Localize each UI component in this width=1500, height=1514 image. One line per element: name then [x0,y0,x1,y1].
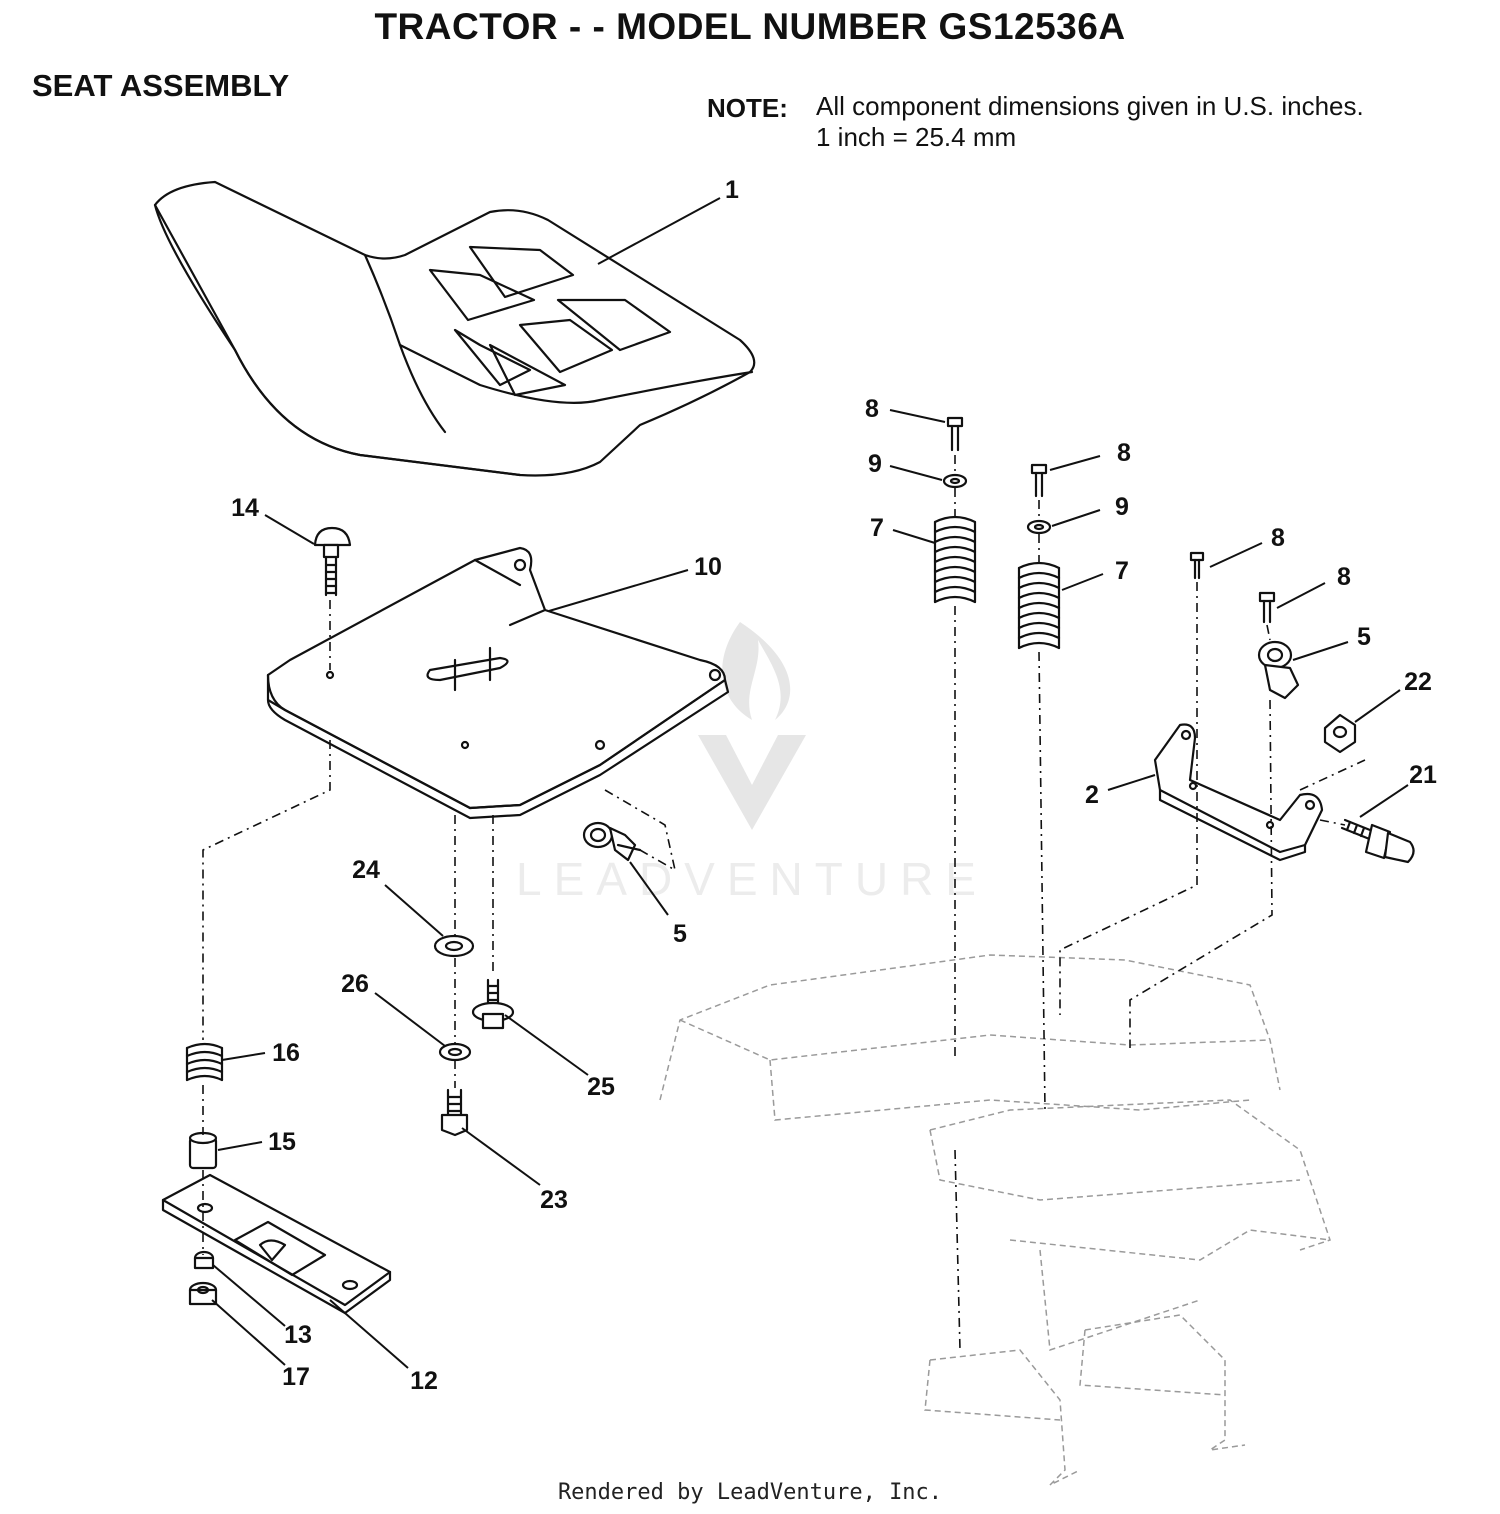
page-title: TRACTOR - - MODEL NUMBER GS12536A [374,6,1126,47]
shoulder-bolt-21[interactable] [1340,818,1415,864]
screw-8-a[interactable] [946,416,964,452]
section-title: SEAT ASSEMBLY [32,68,290,103]
spring-7-b[interactable] [1017,561,1061,650]
seat-pan-10[interactable] [266,546,730,820]
callout-25: 25 [587,1073,615,1101]
callout-13: 13 [284,1321,312,1349]
callout-22: 22 [1404,668,1432,696]
callout-21: 21 [1409,761,1437,789]
seat[interactable] [153,180,756,477]
callout-5-right: 5 [1357,623,1371,651]
watermark: LEADVENTURE [516,622,988,905]
assembly-lines [202,455,1366,1351]
callout-16: 16 [272,1039,300,1067]
bracket-2[interactable] [1153,723,1324,862]
tractor-frame-outline [659,954,1331,1486]
nut-13[interactable] [193,1250,215,1270]
spacer-15[interactable] [188,1131,218,1170]
clip-5-left[interactable] [582,821,642,862]
washer-24[interactable] [433,934,475,958]
clip-5-right[interactable] [1257,640,1300,700]
note-label: NOTE: [707,93,788,123]
watermark-text: LEADVENTURE [516,853,988,905]
callout-8-a: 8 [865,395,879,423]
screw-8-d[interactable] [1258,591,1276,624]
callout-14: 14 [231,494,259,522]
lock-washer-26[interactable] [438,1042,472,1062]
note-text-conversion: 1 inch = 25.4 mm [816,122,1017,152]
callout-15: 15 [268,1128,296,1156]
callout-17: 17 [282,1363,310,1391]
flange-nut-17[interactable] [188,1281,218,1306]
callout-labels: 1 10 14 5 24 25 26 23 16 15 13 17 12 8 9… [231,176,1437,1395]
callout-26: 26 [341,970,369,998]
callout-10: 10 [694,553,722,581]
callout-8-b: 8 [1117,439,1131,467]
slide-bracket-12[interactable] [161,1173,392,1315]
callout-23: 23 [540,1186,568,1214]
callout-8-c: 8 [1271,524,1285,552]
spring-7-a[interactable] [933,515,977,604]
washer-9-b[interactable] [1026,519,1052,535]
callout-9-b: 9 [1115,493,1129,521]
callout-9-a: 9 [868,450,882,478]
note-text-dimensions: All component dimensions given in U.S. i… [816,91,1364,121]
callout-1: 1 [725,176,739,204]
callout-2: 2 [1085,781,1099,809]
callout-12: 12 [410,1367,438,1395]
nut-22[interactable] [1323,713,1357,754]
footer-credit: Rendered by LeadVenture, Inc. [557,1480,943,1505]
carriage-bolt-14[interactable] [313,526,352,597]
spring-16[interactable] [185,1042,224,1082]
hex-bolt-23[interactable] [440,1088,469,1137]
callout-7-b: 7 [1115,557,1129,585]
screw-8-b[interactable] [1030,463,1048,498]
shoulder-bolt-25[interactable] [471,978,515,1030]
screw-8-c[interactable] [1189,551,1205,580]
callout-5-left: 5 [673,920,687,948]
callout-24: 24 [352,856,380,884]
callout-7-a: 7 [870,514,884,542]
callout-8-d: 8 [1337,563,1351,591]
leader-lines [211,197,1409,1369]
washer-9-a[interactable] [942,473,968,489]
